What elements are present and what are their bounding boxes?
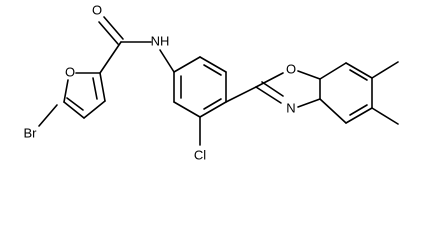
furan-oxygen-label: O: [65, 64, 75, 79]
benzoxazole-benzene-bond-1: [319, 62, 347, 80]
benzoxazole-benzene-bond-4: [345, 107, 373, 124]
furan-carbonyl-bond: [99, 41, 122, 74]
oxazole-c2-o-bond: [255, 72, 284, 88]
oxazole-c2-n-bond-outer: [255, 86, 282, 104]
benzoxazole-nitrogen-label: N: [286, 100, 295, 115]
furan-ring-bond-2: [99, 72, 106, 102]
carbon-bromine-bond: [38, 104, 58, 127]
oxazole-n-c3a-bond: [297, 98, 321, 108]
carbonyl-double-bond-outer: [103, 16, 124, 40]
carbonyl-oxygen-label: O: [92, 2, 102, 17]
benzoxazole-benzene-inner-bond-1: [349, 69, 368, 81]
molecule-structure-diagram: O NH O Br O N Cl: [24, 2, 399, 162]
aryl-benzoxazole-bond: [225, 86, 257, 103]
benzoxazole-benzene-bond-2: [345, 62, 373, 79]
atom-labels: O NH O Br O N Cl: [24, 2, 297, 162]
chlorine-label: Cl: [194, 147, 206, 162]
bond-lines: [38, 16, 399, 146]
benzene-inner-bond-3: [203, 98, 222, 110]
amide-nitrogen-label: NH: [151, 33, 170, 48]
furan-ring-bond-2-inner: [92, 77, 98, 100]
carbonyl-double-bond-inner: [98, 21, 119, 45]
benzene-bond-5: [173, 101, 201, 118]
oxazole-c2-n-bond-inner: [261, 81, 284, 97]
benzene-bond-2: [199, 56, 227, 73]
nitrogen-aryl-bond: [159, 49, 175, 73]
benzene-bond-1: [173, 56, 201, 73]
bromine-label: Br: [24, 125, 38, 140]
benzene-bond-4: [199, 101, 227, 118]
oxazole-o-c7a-bond: [297, 70, 321, 80]
furan-ring-bond-4-inner: [66, 97, 84, 111]
furan-ring-bond-3: [83, 100, 106, 119]
furan-ring-bond-5: [63, 79, 69, 103]
benzoxazole-benzene-bond-5: [319, 98, 347, 124]
methyl-bond-lower: [371, 107, 399, 125]
benzoxazole-benzene-inner-bond-2: [349, 104, 368, 116]
furan-ring-bond-4: [63, 101, 85, 119]
benzoxazole-oxygen-label: O: [286, 61, 296, 76]
methyl-bond-upper: [371, 61, 399, 79]
benzene-inner-bond-2: [203, 64, 222, 76]
